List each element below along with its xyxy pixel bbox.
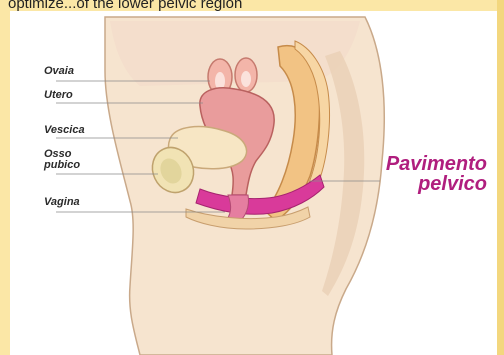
pelvic-floor-label: Pavimento pelvico xyxy=(386,154,487,194)
label-pubico: pubico xyxy=(44,160,80,171)
label-vescica: Vescica xyxy=(44,125,85,136)
label-vagina: Vagina xyxy=(44,197,80,208)
label-utero: Utero xyxy=(44,90,73,101)
pelvic-floor-label-line2: pelvico xyxy=(386,174,487,194)
diagram-panel: Ovaia Utero Vescica Osso pubico Vagina P… xyxy=(10,11,497,355)
label-ovaia: Ovaia xyxy=(44,66,74,77)
right-border xyxy=(497,0,504,355)
pelvic-floor-label-line1: Pavimento xyxy=(386,154,487,174)
